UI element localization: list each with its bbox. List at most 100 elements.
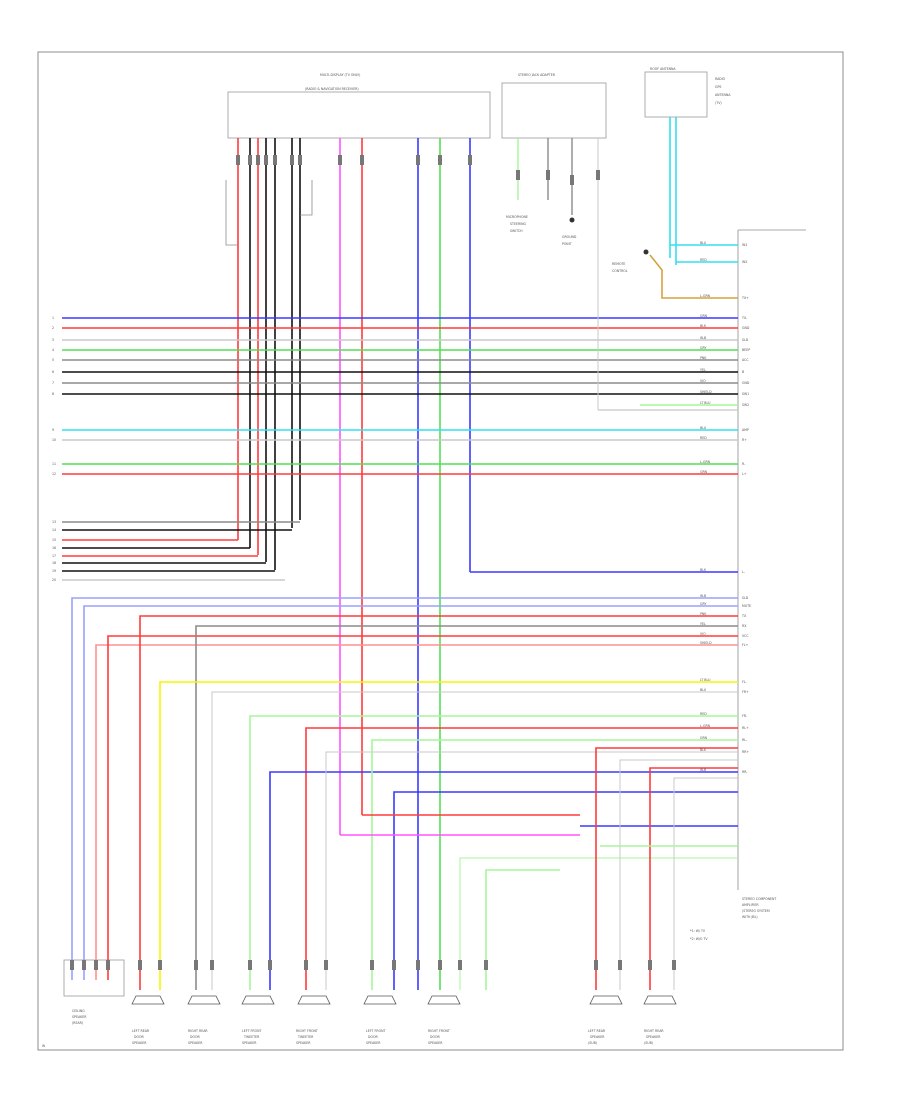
wire-code-label: 6 — [52, 370, 54, 374]
wire-code-label: 11 — [52, 462, 56, 466]
speaker-connector-pin — [70, 960, 74, 970]
svg-text:LEFT REAR: LEFT REAR — [132, 1029, 150, 1033]
rf-tweeter-wire — [305, 727, 738, 990]
wire-code-label: 5 — [52, 358, 54, 362]
display-connector-pin — [248, 155, 252, 165]
svg-text:TWEETER: TWEETER — [243, 1035, 260, 1039]
footnotes: *1: W/ TV *2: W/O TV — [690, 929, 708, 941]
svg-text:SPEAKER: SPEAKER — [188, 1041, 203, 1045]
lr-door-wire — [159, 681, 738, 990]
wire-code-label: TX+ — [741, 296, 749, 300]
speaker-connector-pin — [94, 960, 98, 970]
svg-text:SPEAKER: SPEAKER — [296, 1041, 311, 1045]
ceiling-wire — [71, 597, 738, 980]
wire-code-label: 12 — [52, 472, 56, 476]
wire-code-label: ACC — [742, 358, 749, 362]
stereo-jack-adapter: STEREO JACK ADAPTER — [501, 73, 607, 139]
svg-text:LEFT FRONT: LEFT FRONT — [242, 1029, 261, 1033]
display-connector-pin — [264, 155, 268, 165]
wire-code-label: W-B — [700, 336, 706, 340]
wire-code-label: BLU — [700, 426, 707, 430]
svg-text:ANTENNA: ANTENNA — [715, 93, 731, 97]
wire-code-label: VCC — [742, 634, 749, 638]
svg-text:SWITCH: SWITCH — [510, 229, 523, 233]
speaker-symbol — [241, 995, 275, 1005]
sub-wire — [673, 777, 738, 990]
wire-code-label: 13 — [52, 520, 56, 524]
wire-code-label: GRY — [700, 346, 706, 350]
svg-text:MULTI-DISPLAY (TV ONLY): MULTI-DISPLAY (TV ONLY) — [320, 73, 360, 77]
multi-display-unit: MULTI-DISPLAY (TV ONLY) (RADIO & NAVIGAT… — [227, 73, 491, 139]
wire-code-label: L-GRN — [700, 460, 711, 464]
svg-text:SPEAKER: SPEAKER — [366, 1041, 381, 1045]
speaker-connector-pin — [210, 960, 214, 970]
wire-code-label: SHIELD — [700, 641, 712, 645]
speaker-connector-pin — [672, 960, 676, 970]
rf-door-wire — [485, 869, 560, 990]
wire-code-label: 7 — [52, 381, 54, 385]
svg-text:(RADIO & NAVIGATION RECEIVER): (RADIO & NAVIGATION RECEIVER) — [305, 87, 359, 91]
wire-code-label: SHIELD — [700, 390, 712, 394]
ceiling-wire — [107, 635, 738, 980]
svg-text:POINT: POINT — [562, 242, 572, 246]
svg-text:RIGHT FRONT: RIGHT FRONT — [428, 1029, 450, 1033]
wire-code-label: BEEP — [742, 348, 750, 352]
lr-door-wire — [139, 615, 738, 990]
svg-text:RADIO: RADIO — [715, 77, 726, 81]
svg-text:SPEAKER: SPEAKER — [132, 1041, 147, 1045]
svg-text:(REAR): (REAR) — [72, 1021, 83, 1025]
wire-code-label: BLK — [700, 568, 707, 572]
sub-wire — [649, 767, 738, 990]
wire-code-label: YEL — [700, 368, 706, 372]
display-connector-pin — [468, 155, 472, 165]
svg-text:DOOR: DOOR — [368, 1035, 378, 1039]
wire-code-label: FR+ — [742, 690, 749, 694]
wire-code-label: 8 — [52, 392, 54, 396]
svg-text:AMPLIFIER: AMPLIFIER — [742, 903, 759, 907]
jack-pin — [516, 170, 520, 180]
svg-text:SPEAKER: SPEAKER — [428, 1041, 443, 1045]
wire-code-label: YEL — [700, 622, 706, 626]
svg-text:STEREO COMPONENT: STEREO COMPONENT — [742, 897, 776, 901]
svg-text:STEREO JACK ADAPTER: STEREO JACK ADAPTER — [518, 73, 556, 77]
display-connector-pin — [298, 155, 302, 165]
wire-code-label: 17 — [52, 554, 56, 558]
svg-text:RIGHT REAR: RIGHT REAR — [644, 1029, 664, 1033]
speaker-symbol — [131, 995, 165, 1005]
svg-text:*2: W/O TV: *2: W/O TV — [690, 937, 708, 941]
wire-code-label: RX — [742, 624, 747, 628]
jack-pin — [596, 170, 600, 180]
wire-code-label: GRY — [700, 602, 706, 606]
wire-code-label: L- — [742, 570, 745, 574]
diagram-frame — [37, 51, 844, 1051]
rr-door-wire — [211, 691, 738, 990]
wire-code-label: PNK — [700, 612, 707, 616]
wire-layer — [62, 117, 738, 990]
wire-code-label: 16 — [52, 546, 56, 550]
svg-text:WITH JBL): WITH JBL) — [742, 915, 758, 919]
remote-wire — [649, 254, 738, 299]
speaker-connector-pin — [194, 960, 198, 970]
wire-code-label: LT BLU — [700, 678, 711, 682]
svg-text:(SUB): (SUB) — [588, 1041, 597, 1045]
wire-code-label: R- — [742, 462, 745, 466]
svg-text:(SUB): (SUB) — [644, 1041, 653, 1045]
wire-code-label: GND — [742, 381, 750, 385]
wire-code-label: GRN — [700, 314, 708, 318]
svg-text:*1: W/ TV: *1: W/ TV — [690, 929, 706, 933]
wire-code-label: FL+ — [742, 643, 749, 647]
wire-code-label: 3 — [52, 338, 54, 342]
wire-code-label: LT BLU — [700, 401, 711, 405]
roof-antenna: ROOF ANTENNA RADIO GPS ANTENNA (TV) — [644, 67, 731, 118]
wire-code-label: W-B — [700, 594, 706, 598]
speaker-connector-pin — [324, 960, 328, 970]
display-connector-pin — [273, 155, 277, 165]
speaker-connector-pin — [138, 960, 142, 970]
wire-code-label: L-GRN — [700, 294, 711, 298]
svg-text:SPEAKER: SPEAKER — [242, 1041, 257, 1045]
speaker-connector-pin — [82, 960, 86, 970]
wire-code-label: 19 — [52, 569, 56, 573]
wire-code-label: RR- — [742, 770, 747, 774]
svg-text:CONTROL: CONTROL — [612, 269, 628, 273]
